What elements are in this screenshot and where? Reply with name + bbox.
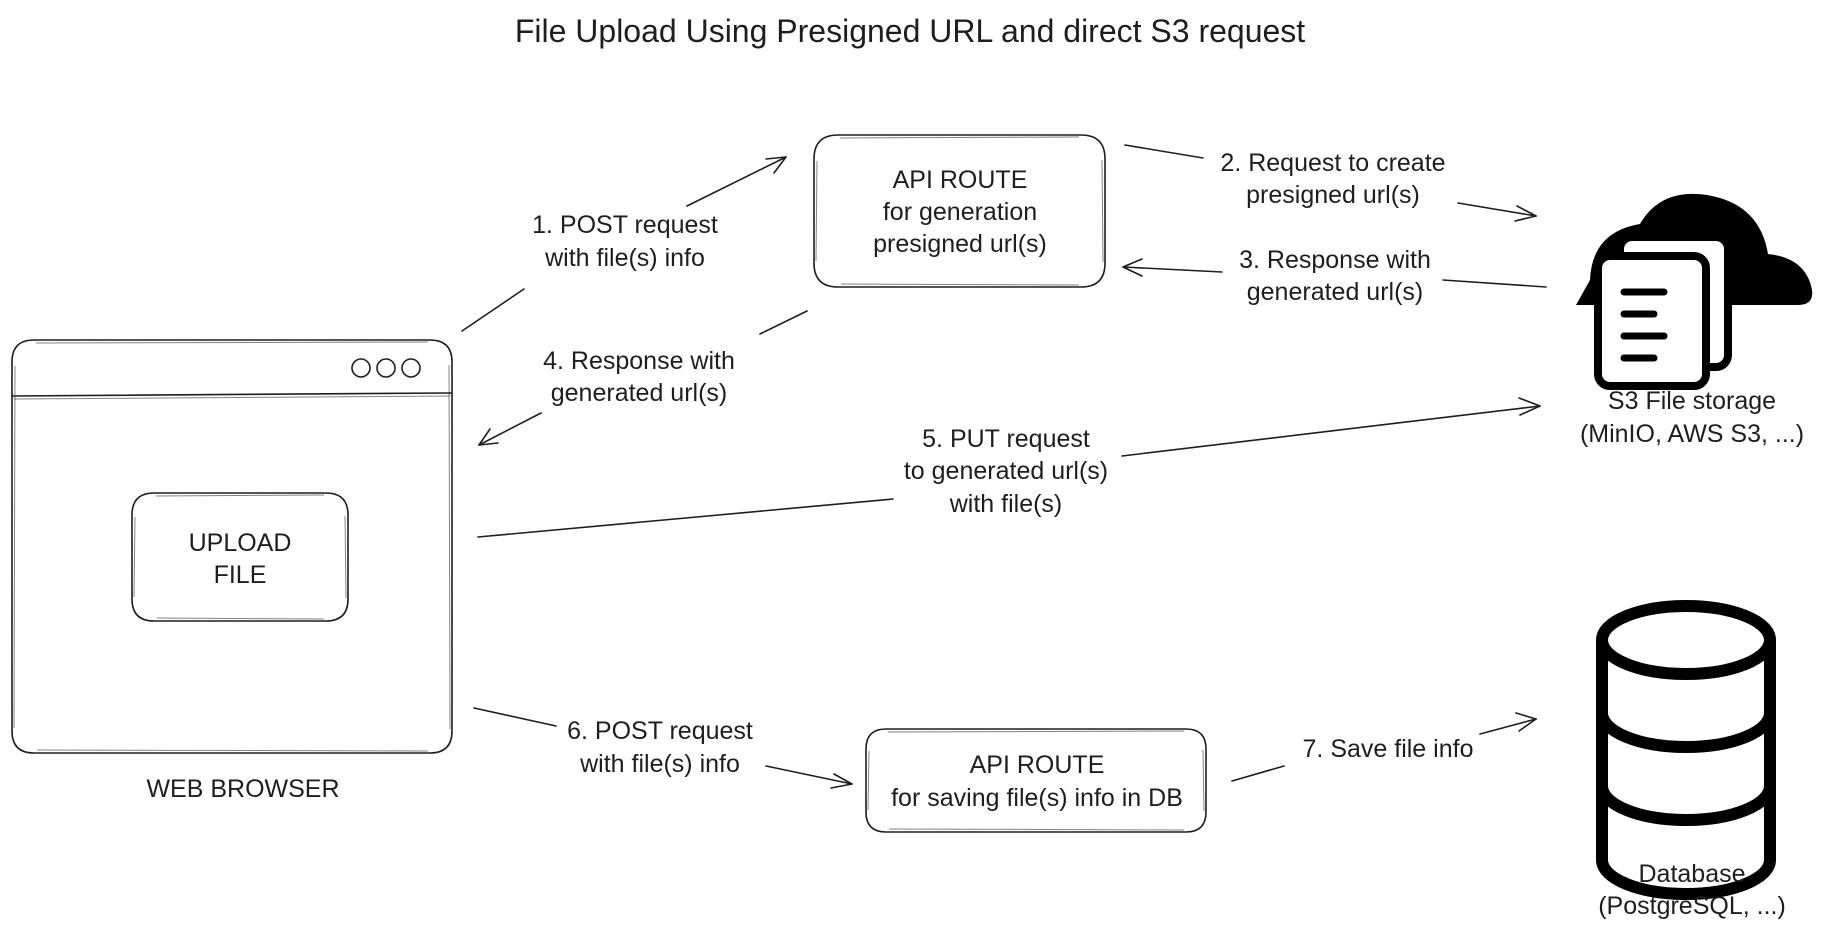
api-presign-line3: presigned url(s) <box>873 230 1047 258</box>
edge-4-label-line2: generated url(s) <box>551 379 727 407</box>
edge-1-label-line1: 1. POST request <box>532 211 718 239</box>
api-route-save-node: API ROUTE for saving file(s) info in DB <box>865 728 1207 833</box>
s3-label-line1: S3 File storage <box>1608 387 1776 415</box>
api-presign-title: API ROUTE <box>893 166 1028 194</box>
database-label-line2: (PostgreSQL, ...) <box>1598 892 1786 920</box>
cloud-documents-icon <box>1576 193 1813 390</box>
edge-5-label-line2: to generated url(s) <box>904 457 1108 485</box>
edge-4-response-generated: 4. Response with generated url(s) <box>478 310 808 446</box>
edge-5-label-line1: 5. PUT request <box>922 425 1090 453</box>
s3-label-line2: (MinIO, AWS S3, ...) <box>1580 420 1804 448</box>
database-label-line1: Database <box>1638 860 1745 888</box>
api-presign-line2: for generation <box>883 198 1037 226</box>
edge-6-label-line1: 6. POST request <box>567 717 753 745</box>
upload-button-label-line1: UPLOAD <box>189 529 292 557</box>
upload-file-button[interactable]: UPLOAD FILE <box>131 492 349 622</box>
api-route-presign-node: API ROUTE for generation presigned url(s… <box>813 134 1106 288</box>
edge-3-response-generated: 3. Response with generated url(s) <box>1122 246 1547 306</box>
edge-5-label-line3: with file(s) <box>949 490 1063 518</box>
browser-toolbar-divider <box>11 392 453 397</box>
api-save-title: API ROUTE <box>970 751 1105 779</box>
edge-7-save-file-info: 7. Save file info <box>1231 712 1537 782</box>
edge-2-label-line2: presigned url(s) <box>1246 181 1420 209</box>
edge-2-request-presigned: 2. Request to create presigned url(s) <box>1124 144 1537 222</box>
edge-2-label-line1: 2. Request to create <box>1220 149 1445 177</box>
edge-4-label-line1: 4. Response with <box>543 347 735 375</box>
edge-1-label-line2: with file(s) info <box>544 244 705 272</box>
edge-3-label-line2: generated url(s) <box>1247 278 1423 306</box>
edge-1-post-request: 1. POST request with file(s) info <box>461 156 787 332</box>
edge-3-label-line1: 3. Response with <box>1239 246 1431 274</box>
database-icon <box>1596 600 1776 900</box>
web-browser-label: WEB BROWSER <box>146 775 339 803</box>
upload-button-label-line2: FILE <box>214 561 267 589</box>
window-controls-icon <box>351 358 421 378</box>
edge-5-put-request: 5. PUT request to generated url(s) with … <box>477 397 1541 538</box>
diagram-title: File Upload Using Presigned URL and dire… <box>515 13 1305 49</box>
edge-7-label: 7. Save file info <box>1303 735 1474 763</box>
edge-6-label-line2: with file(s) info <box>579 750 740 778</box>
api-save-line2: for saving file(s) info in DB <box>891 784 1183 812</box>
edge-6-post-request: 6. POST request with file(s) info <box>473 707 853 789</box>
